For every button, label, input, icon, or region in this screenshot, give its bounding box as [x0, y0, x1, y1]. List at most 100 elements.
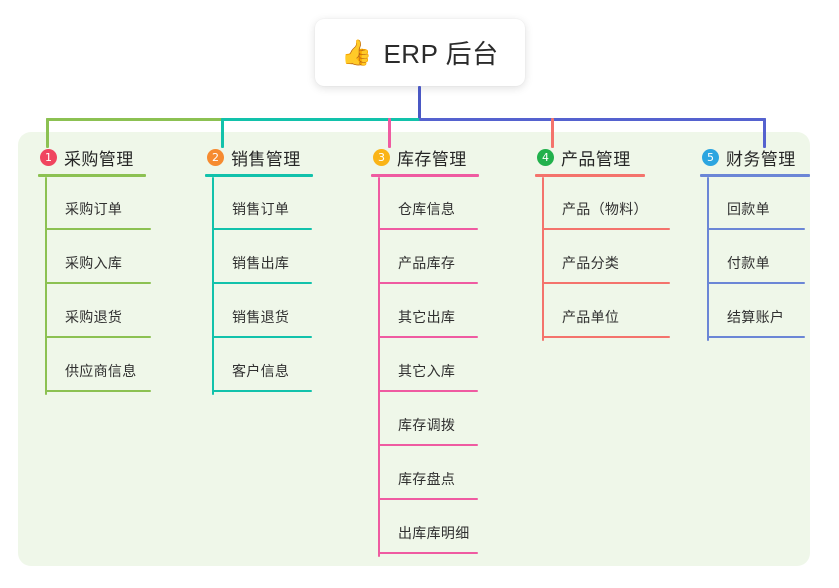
list-item[interactable]: 其它出库 [378, 285, 480, 339]
list-item-label: 销售出库 [232, 255, 290, 271]
thumbs-up-icon: 👍 [341, 39, 373, 67]
list-item-label: 采购入库 [65, 255, 123, 271]
column-title-3: 库存管理 [397, 149, 467, 169]
column-spine-5 [707, 177, 709, 341]
list-item[interactable]: 其它入库 [378, 339, 480, 393]
list-item[interactable]: 销售退货 [212, 285, 314, 339]
list-item-label: 销售订单 [232, 201, 290, 217]
column-underline-5 [700, 174, 810, 177]
root-node[interactable]: 👍 ERP 后台 [315, 19, 525, 86]
column-header-5[interactable]: 5 财务管理 [700, 146, 796, 169]
diagram-background-panel [18, 132, 810, 566]
column-badge-icon-2: 2 [207, 148, 224, 166]
column-underline-3 [371, 174, 479, 177]
list-item[interactable]: 库存调拨 [378, 393, 480, 447]
list-item[interactable]: 产品库存 [378, 231, 480, 285]
list-item-label: 产品单位 [562, 309, 620, 325]
list-item-underline [707, 336, 805, 338]
list-item[interactable]: 客户信息 [212, 339, 314, 393]
list-item-underline [542, 282, 670, 284]
connector-drop-col-1 [46, 118, 49, 148]
list-item[interactable]: 结算账户 [707, 285, 807, 339]
list-item-label: 库存调拨 [398, 417, 456, 433]
list-item-underline [542, 336, 670, 338]
column-header-4[interactable]: 4 产品管理 [535, 146, 631, 169]
connector-drop-col-4 [551, 118, 554, 148]
list-item[interactable]: 采购退货 [45, 285, 153, 339]
column-title-4: 产品管理 [561, 149, 631, 169]
list-item-underline [378, 444, 478, 446]
list-item[interactable]: 采购入库 [45, 231, 153, 285]
list-item-label: 出库库明细 [398, 525, 470, 541]
list-item-underline [378, 498, 478, 500]
list-item-underline [378, 390, 478, 392]
column-5: 5 财务管理回款单付款单结算账户 [700, 146, 810, 341]
list-item-label: 其它出库 [398, 309, 456, 325]
list-item-underline [45, 336, 151, 338]
connector-drop-col-2 [221, 118, 224, 148]
list-item-label: 结算账户 [727, 309, 785, 325]
connector-bar-blue [419, 118, 766, 121]
column-underline-4 [535, 174, 645, 177]
list-item-underline [378, 228, 478, 230]
list-item[interactable]: 库存盘点 [378, 447, 480, 501]
list-item-label: 客户信息 [232, 363, 290, 379]
list-item-underline [212, 282, 312, 284]
connector-bar-green [46, 118, 223, 121]
list-item-label: 采购退货 [65, 309, 123, 325]
column-header-1[interactable]: 1 采购管理 [38, 146, 134, 169]
list-item-underline [378, 336, 478, 338]
list-item[interactable]: 采购订单 [45, 177, 153, 231]
column-2: 2 销售管理销售订单销售出库销售退货客户信息 [205, 146, 313, 395]
column-4: 4 产品管理产品（物料）产品分类产品单位 [535, 146, 670, 341]
list-item-label: 产品库存 [398, 255, 456, 271]
list-item[interactable]: 出库库明细 [378, 501, 480, 555]
list-item[interactable]: 产品单位 [542, 285, 672, 339]
list-item[interactable]: 回款单 [707, 177, 807, 231]
list-item-label: 库存盘点 [398, 471, 456, 487]
column-badge-icon-1: 1 [40, 148, 57, 166]
list-item-label: 采购订单 [65, 201, 123, 217]
list-item-underline [212, 336, 312, 338]
list-item-underline [378, 552, 478, 554]
connector-drop-col-5 [763, 118, 766, 148]
column-underline-2 [205, 174, 313, 177]
root-node-label: ERP 后台 [383, 39, 499, 69]
list-item-underline [378, 282, 478, 284]
list-item[interactable]: 销售订单 [212, 177, 314, 231]
column-header-3[interactable]: 3 库存管理 [371, 146, 467, 169]
list-item-underline [45, 228, 151, 230]
connector-bar-teal [222, 118, 420, 121]
list-item[interactable]: 销售出库 [212, 231, 314, 285]
list-item-label: 销售退货 [232, 309, 290, 325]
column-header-2[interactable]: 2 销售管理 [205, 146, 301, 169]
list-item[interactable]: 供应商信息 [45, 339, 153, 393]
column-spine-2 [212, 177, 214, 395]
list-item-label: 回款单 [727, 201, 770, 217]
column-spine-1 [45, 177, 47, 395]
list-item-underline [45, 390, 151, 392]
list-item[interactable]: 仓库信息 [378, 177, 480, 231]
column-1: 1 采购管理采购订单采购入库采购退货供应商信息 [38, 146, 151, 395]
list-item-underline [212, 390, 312, 392]
list-item-label: 付款单 [727, 255, 770, 271]
column-title-2: 销售管理 [231, 149, 301, 169]
list-item[interactable]: 产品（物料） [542, 177, 672, 231]
list-item-underline [542, 228, 670, 230]
column-badge-icon-3: 3 [373, 148, 390, 166]
list-item-label: 仓库信息 [398, 201, 456, 217]
column-3: 3 库存管理仓库信息产品库存其它出库其它入库库存调拨库存盘点出库库明细 [371, 146, 479, 557]
column-title-5: 财务管理 [726, 149, 796, 169]
list-item[interactable]: 产品分类 [542, 231, 672, 285]
column-title-1: 采购管理 [64, 149, 134, 169]
column-badge-icon-4: 4 [537, 148, 554, 166]
column-spine-3 [378, 177, 380, 557]
list-item-underline [212, 228, 312, 230]
list-item-underline [707, 228, 805, 230]
list-item-underline [45, 282, 151, 284]
column-underline-1 [38, 174, 146, 177]
list-item[interactable]: 付款单 [707, 231, 807, 285]
column-badge-icon-5: 5 [702, 148, 719, 166]
list-item-label: 其它入库 [398, 363, 456, 379]
